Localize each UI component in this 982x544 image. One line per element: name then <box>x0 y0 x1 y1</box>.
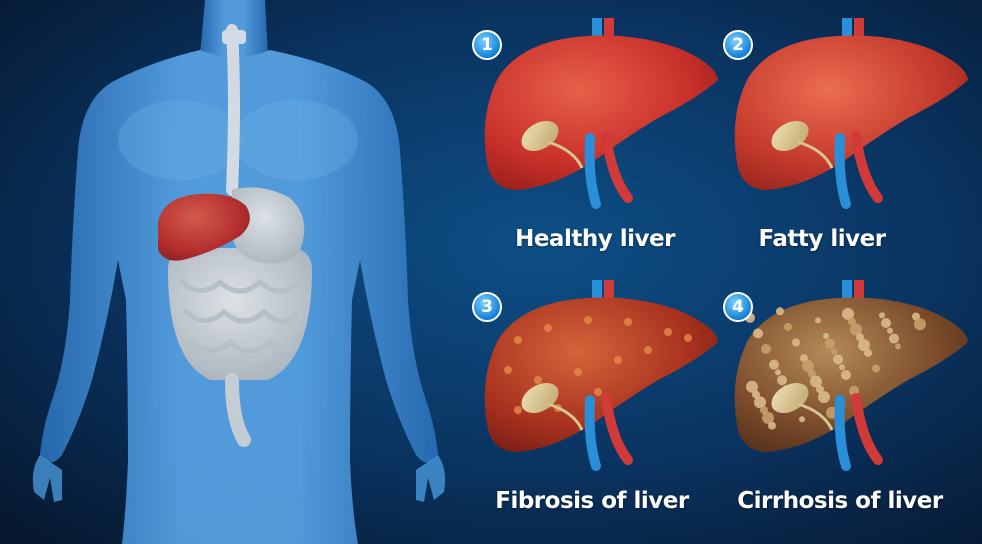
liver-nodule <box>872 365 880 373</box>
stage-1-number-badge: 1 <box>472 30 502 60</box>
liver-nodule <box>776 307 784 315</box>
liver-nodule <box>792 339 800 347</box>
liver-nodule <box>775 369 781 375</box>
liver-nodule <box>864 349 872 357</box>
throat-ring <box>222 30 246 44</box>
liver-nodule <box>624 318 632 326</box>
liver-nodule <box>514 336 522 344</box>
stage-3-number-badge: 3 <box>472 292 502 322</box>
liver-nodule <box>594 388 602 396</box>
stage-2-number-badge: 2 <box>723 30 753 60</box>
stage-4-number-badge: 4 <box>723 292 753 322</box>
liver-nodule <box>825 339 835 349</box>
liver-nodule <box>815 317 821 323</box>
chest-right <box>234 100 358 180</box>
liver-nodule <box>810 376 822 388</box>
liver-nodule <box>881 318 891 328</box>
liver-nodule <box>784 323 792 331</box>
liver-nodule <box>802 360 814 372</box>
esophagus <box>232 30 234 190</box>
liver-nodule <box>831 349 837 355</box>
liver-nodule <box>889 334 899 344</box>
liver-nodule <box>584 316 592 324</box>
liver-nodule <box>799 416 805 422</box>
liver-nodule <box>777 375 787 385</box>
stage-1-label: Healthy liver <box>515 226 675 252</box>
liver-nodule <box>534 376 542 384</box>
liver-nodule <box>761 344 771 354</box>
liver-nodule <box>818 391 830 403</box>
liver-nodule <box>879 312 885 318</box>
liver-nodule <box>914 318 926 330</box>
liver-nodule <box>760 406 768 414</box>
liver-nodule <box>644 346 652 354</box>
liver-nodule <box>684 334 692 342</box>
stage-2-label: Fatty liver <box>758 226 885 252</box>
stage-3-label: Fibrosis of liver <box>495 488 689 514</box>
liver-nodule <box>887 328 893 334</box>
liver-nodule <box>752 391 760 399</box>
liver-nodule <box>504 366 512 374</box>
liver-nodule <box>823 333 829 339</box>
liver-nodule <box>614 356 622 364</box>
liver-nodule <box>664 328 672 336</box>
liver-nodule <box>833 354 843 364</box>
chest-left <box>118 100 242 180</box>
liver-nodule <box>544 324 552 332</box>
liver-nodule <box>856 333 864 341</box>
liver-nodule <box>768 422 776 430</box>
liver-nodule <box>574 368 582 376</box>
liver-nodule <box>769 360 779 370</box>
liver-nodule <box>841 370 851 380</box>
liver-nodule <box>753 328 763 338</box>
liver-nodule <box>848 318 856 326</box>
liver-nodule <box>895 343 901 349</box>
liver-nodule <box>514 406 522 414</box>
liver-nodule <box>839 364 845 370</box>
stage-4-label: Cirrhosis of liver <box>737 488 942 514</box>
